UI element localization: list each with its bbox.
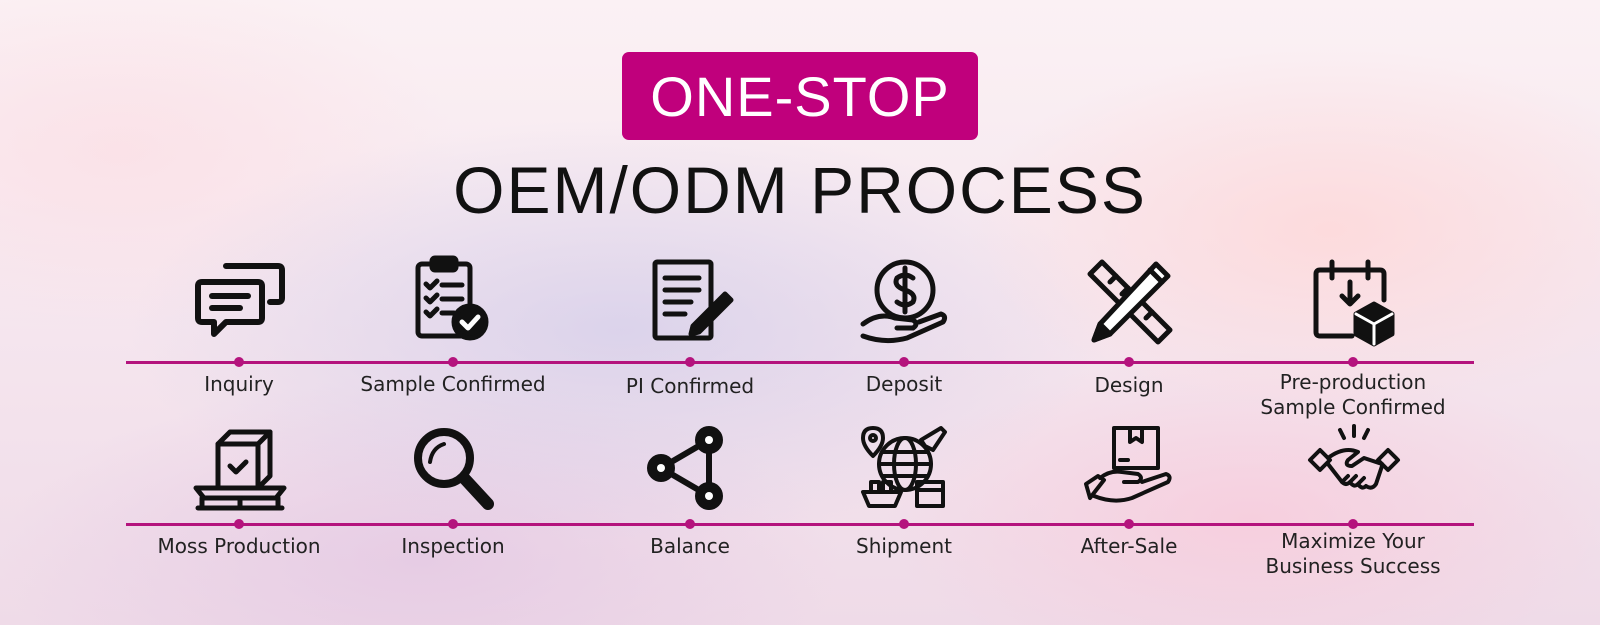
step-dot (234, 357, 244, 367)
step-label-inquiry: Inquiry (204, 372, 274, 396)
magnifier-icon (404, 420, 504, 520)
hand-box-icon (1080, 420, 1180, 520)
pencil-ruler-icon (1080, 252, 1180, 352)
calendar-box-icon (1304, 252, 1404, 352)
step-label-maximize-success: Maximize Your Business Success (1265, 529, 1441, 578)
chat-bubbles-icon (190, 252, 290, 352)
step-dot (448, 519, 458, 529)
step-label-pre-production: Pre-production Sample Confirmed (1260, 370, 1446, 419)
handshake-icon (1304, 420, 1404, 520)
step-label-design: Design (1094, 373, 1164, 397)
pallet-box-icon (190, 420, 290, 520)
step-label-deposit: Deposit (865, 372, 943, 396)
step-label-shipment: Shipment (856, 534, 952, 558)
step-label-pi-confirmed: PI Confirmed (625, 374, 755, 398)
document-edit-icon (641, 252, 741, 352)
step-label-balance: Balance (650, 534, 730, 558)
step-dot (234, 519, 244, 529)
step-dot (685, 519, 695, 529)
badge-text: ONE-STOP (650, 64, 950, 128)
step-dot (1124, 357, 1134, 367)
share-nodes-icon (641, 420, 741, 520)
global-shipping-icon (855, 420, 955, 520)
hand-dollar-icon (855, 252, 955, 352)
step-dot (685, 357, 695, 367)
step-dot (1124, 519, 1134, 529)
step-label-moss-production: Moss Production (157, 534, 321, 558)
timeline-line-bottom (126, 523, 1474, 526)
clipboard-check-icon (404, 252, 504, 352)
step-label-sample-confirmed: Sample Confirmed (360, 372, 546, 396)
one-stop-badge: ONE-STOP (622, 52, 978, 140)
step-dot (448, 357, 458, 367)
page-title: OEM/ODM PROCESS (453, 153, 1147, 227)
timeline-line-top (126, 361, 1474, 364)
step-dot (1348, 519, 1358, 529)
step-label-after-sale: After-Sale (1080, 534, 1178, 558)
step-dot (1348, 357, 1358, 367)
step-label-inspection: Inspection (401, 534, 505, 558)
step-dot (899, 357, 909, 367)
step-dot (899, 519, 909, 529)
